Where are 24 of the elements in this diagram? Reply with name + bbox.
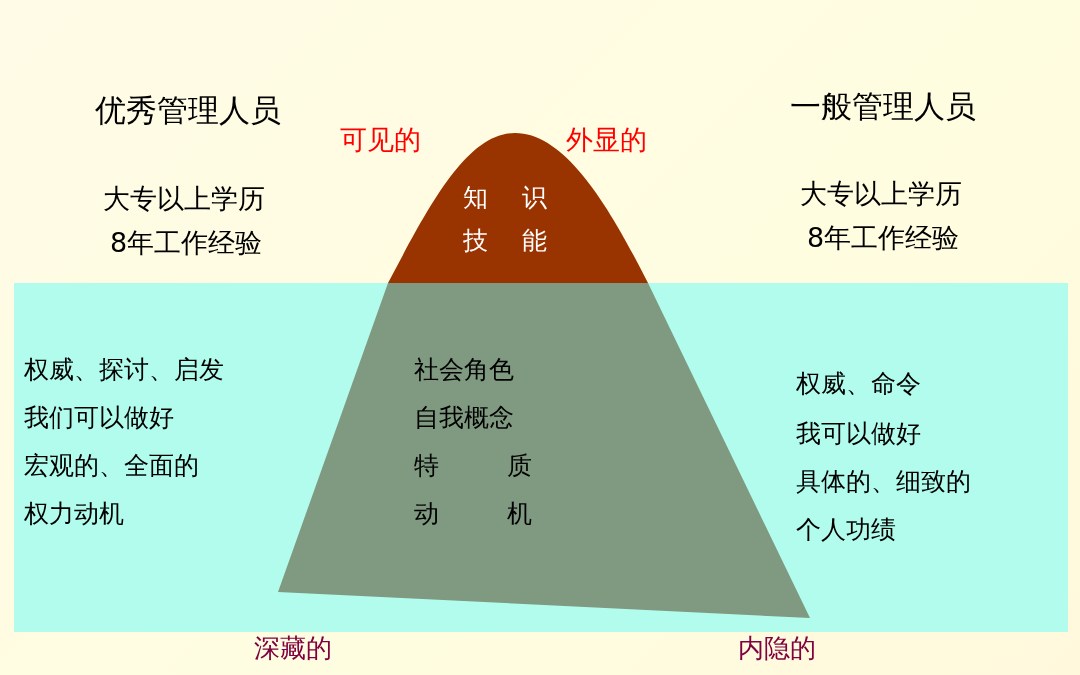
layer-label: 深藏的 [254,633,332,665]
trait-text: 权威、探讨、启发 [24,355,224,385]
trait-text: 具体的、细致的 [796,467,971,497]
column-heading: 一般管理人员 [790,88,976,126]
trait-text: 宏观的、全面的 [24,451,199,481]
trait-text: 大专以上学历 [103,183,265,216]
trait-text: 权威、命令 [796,369,921,399]
layer-label: 外显的 [566,124,647,157]
iceberg-text: 技 能 [463,226,547,256]
trait-text: 个人功绩 [796,515,896,545]
trait-text: 8年工作经验 [807,222,960,255]
iceberg-text: 自我概念 [414,403,514,433]
trait-text: 权力动机 [24,499,124,529]
trait-text: 我可以做好 [796,419,921,449]
iceberg-text: 知 识 [463,183,547,213]
iceberg-text: 动 机 [414,499,532,529]
column-heading: 优秀管理人员 [95,92,281,130]
trait-text: 大专以上学历 [800,178,962,211]
trait-text: 我们可以做好 [24,403,174,433]
layer-label: 内隐的 [738,633,816,665]
iceberg-text: 特 质 [414,451,532,481]
trait-text: 8年工作经验 [110,227,263,260]
iceberg-text: 社会角色 [414,355,514,385]
layer-label: 可见的 [340,124,421,157]
